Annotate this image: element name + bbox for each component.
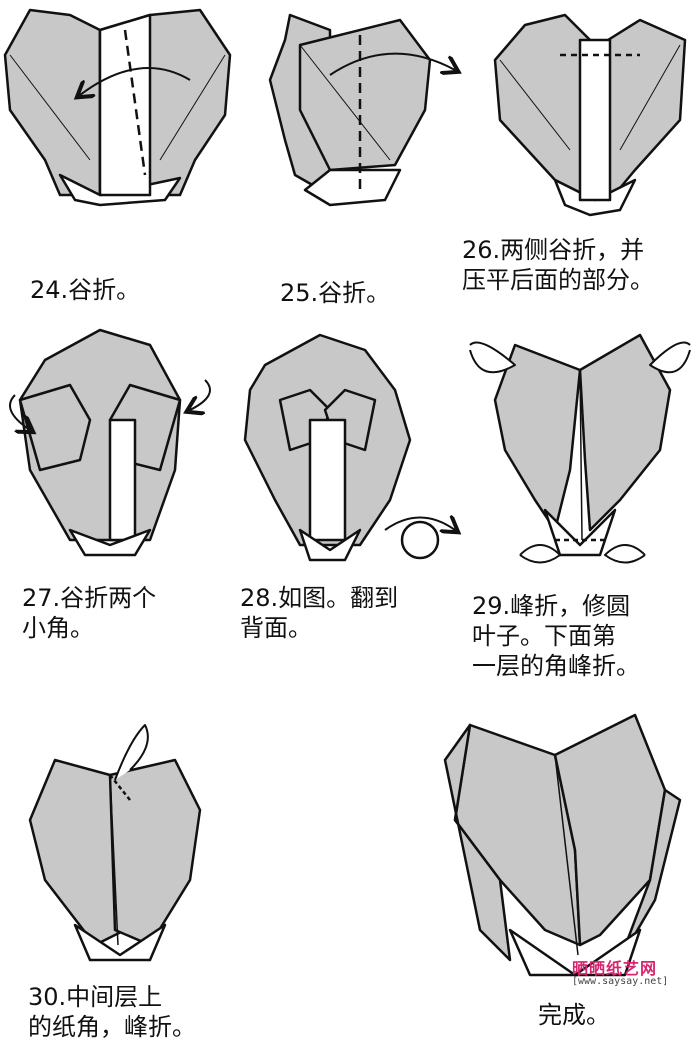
watermark-url: [www.saysay.net] bbox=[572, 976, 668, 987]
step-24-caption: 24.谷折。 bbox=[30, 275, 140, 305]
step-29-caption: 29.峰折，修圆叶子。下面第一层的角峰折。 bbox=[472, 591, 640, 681]
step-26-figure bbox=[495, 15, 685, 215]
step-30-caption: 30.中间层上的纸角，峰折。 bbox=[28, 982, 196, 1042]
step-30-figure bbox=[30, 725, 200, 960]
step-25-figure bbox=[270, 15, 455, 205]
step-27-figure bbox=[10, 330, 210, 555]
step-29-figure bbox=[470, 335, 690, 563]
step-24-figure bbox=[5, 10, 230, 205]
step-28-figure bbox=[245, 335, 455, 560]
step-27-caption: 27.谷折两个小角。 bbox=[22, 583, 156, 643]
step-25-caption: 25.谷折。 bbox=[280, 278, 390, 308]
completed-caption: 完成。 bbox=[538, 1000, 610, 1030]
completed-figure bbox=[445, 715, 680, 975]
step-26-caption: 26.两侧谷折，并压平后面的部分。 bbox=[462, 235, 654, 295]
step-28-caption: 28.如图。翻到背面。 bbox=[240, 583, 398, 643]
